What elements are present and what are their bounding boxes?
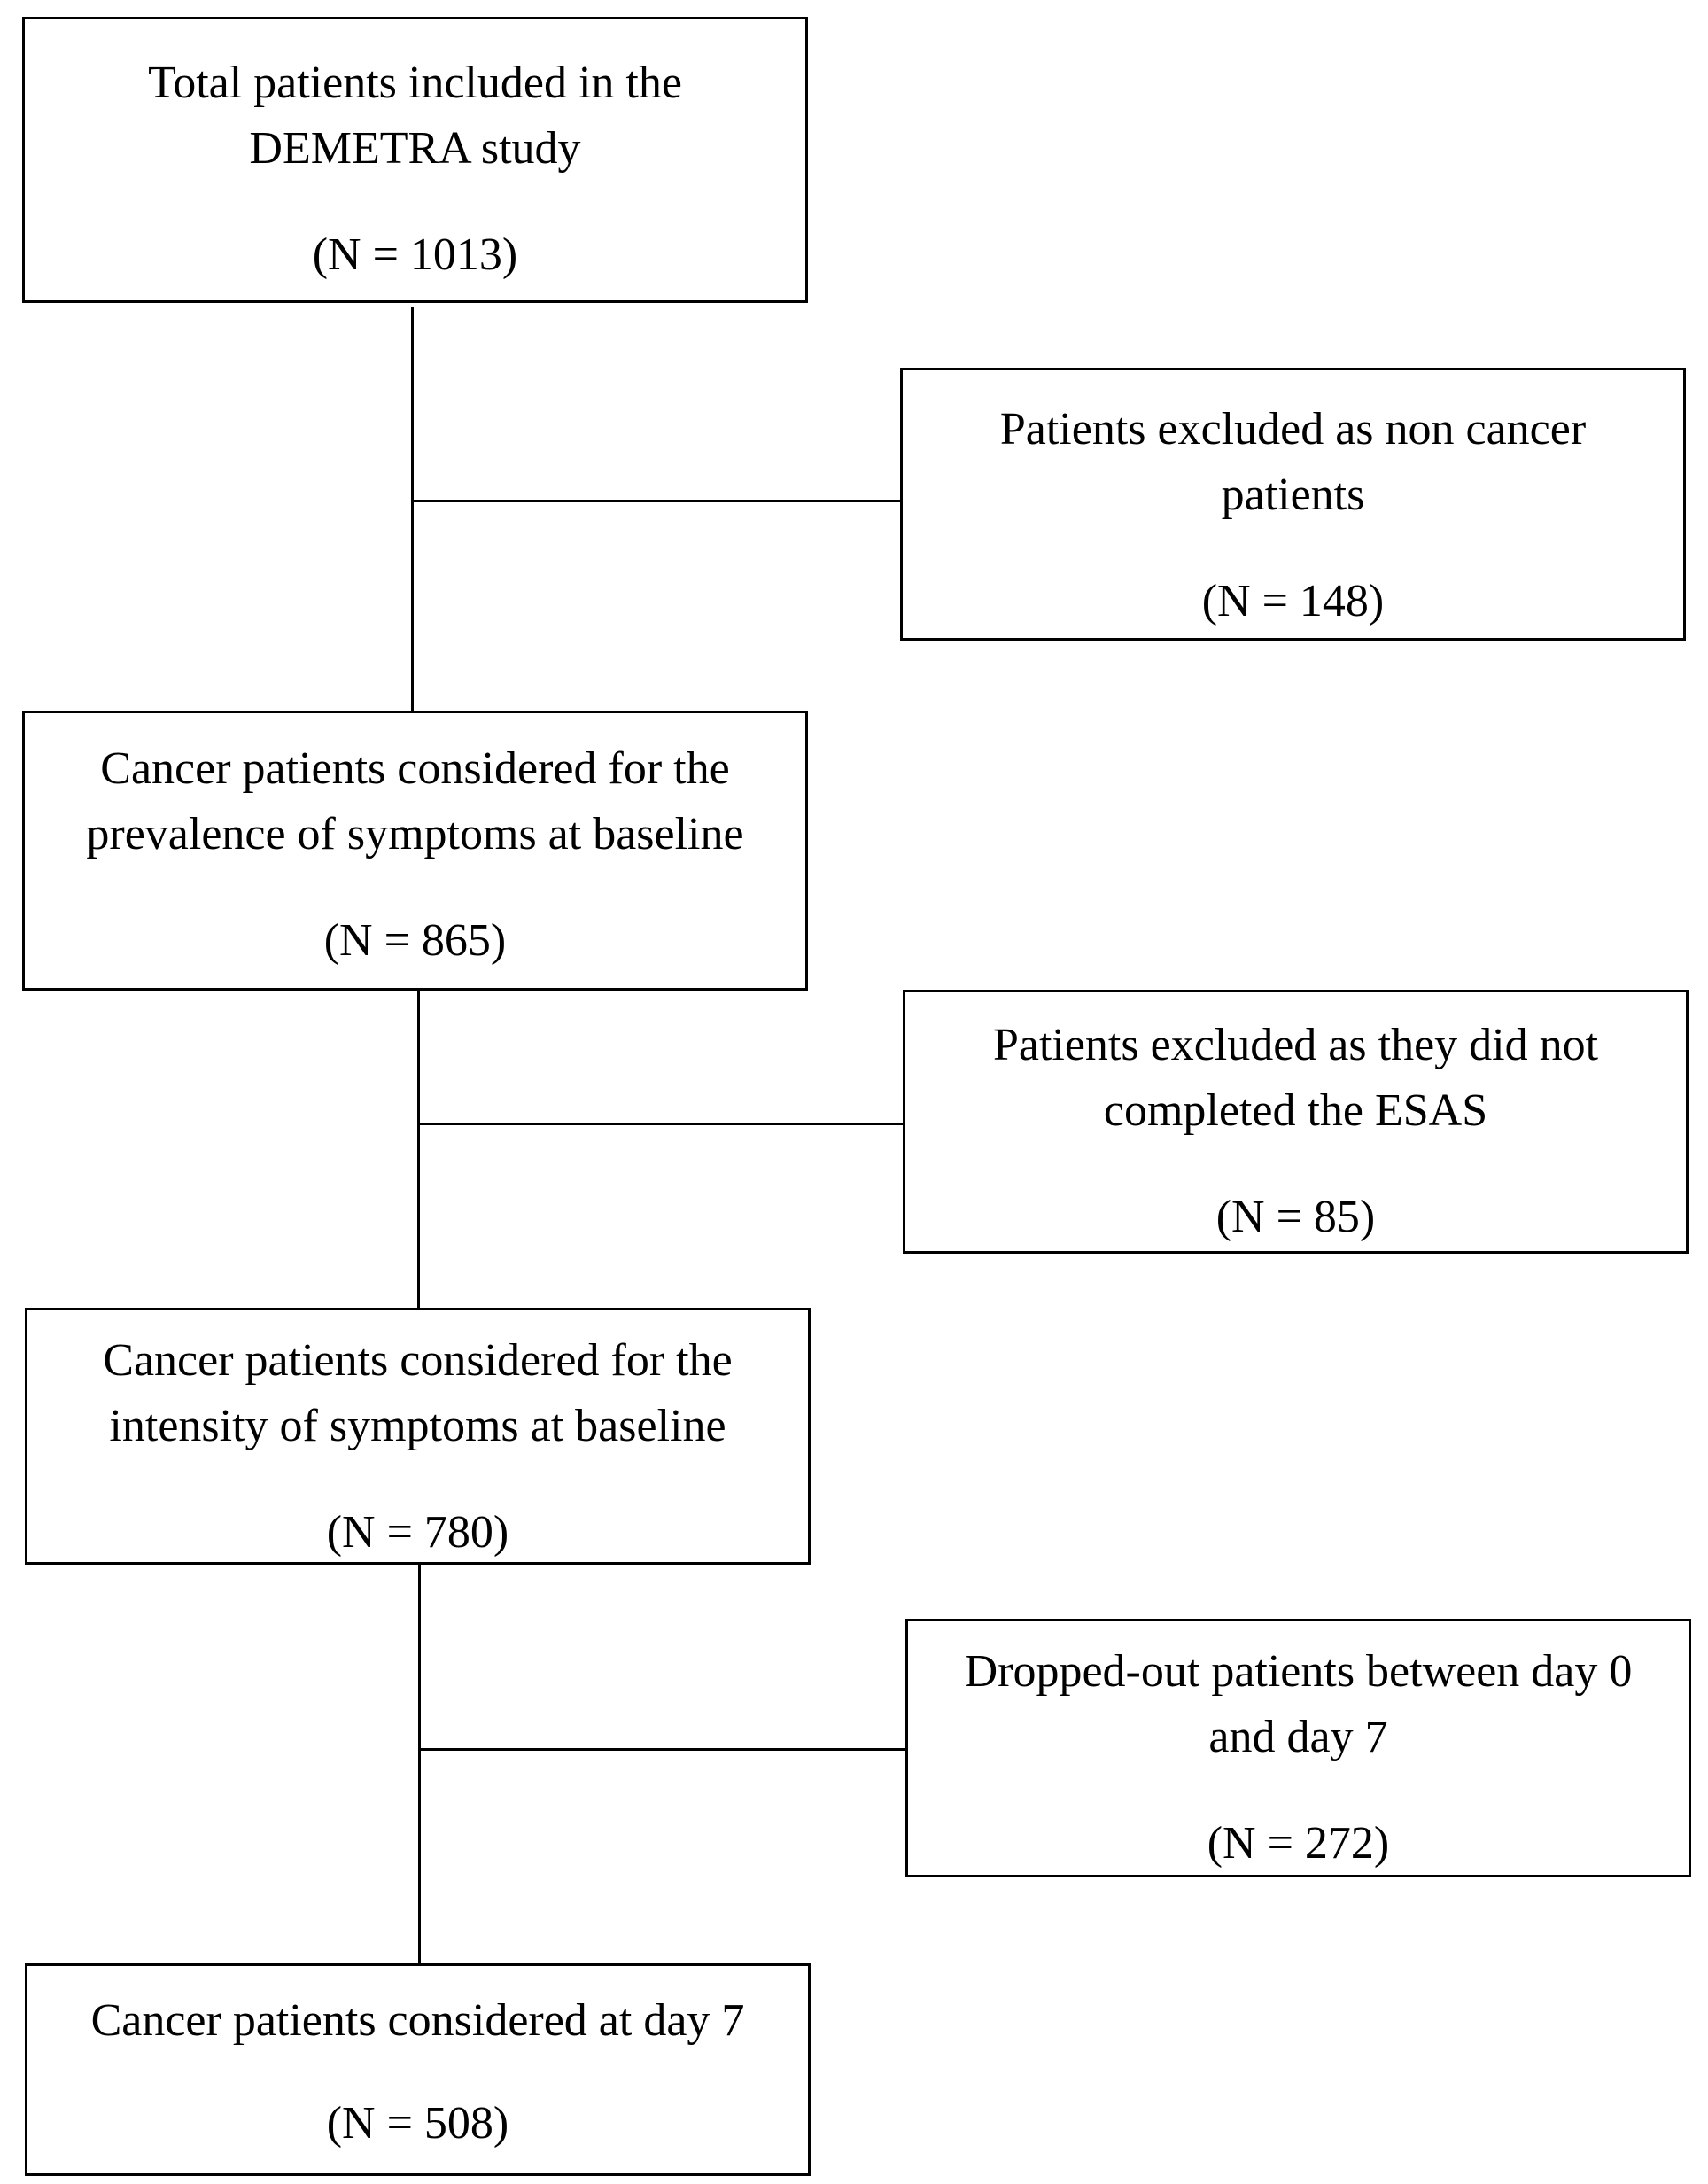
- connector-to-dropout: [418, 1748, 905, 1751]
- node-excluded-noncancer: Patients excluded as non cancer patients…: [900, 368, 1686, 641]
- node-total-patients-line1: Total patients included in the: [148, 58, 682, 108]
- node-intensity-count: (N = 780): [326, 1507, 509, 1558]
- node-dropout-line2: and day 7: [1208, 1712, 1388, 1762]
- node-excluded-esas-line2: completed the ESAS: [1103, 1085, 1488, 1136]
- node-excluded-esas-line1: Patients excluded as they did not: [992, 1020, 1599, 1070]
- connector-prevalence-to-intensity: [417, 991, 420, 1308]
- node-prevalence-line1: Cancer patients considered for the: [100, 743, 730, 794]
- node-prevalence-count: (N = 865): [323, 915, 507, 966]
- connector-to-excluded-noncancer: [411, 500, 900, 502]
- node-excluded-esas-count: (N = 85): [1215, 1192, 1376, 1242]
- node-day7-count: (N = 508): [326, 2098, 509, 2149]
- node-prevalence: Cancer patients considered for the preva…: [22, 711, 808, 991]
- connector-to-excluded-esas: [417, 1123, 903, 1125]
- connector-intensity-to-day7: [418, 1565, 421, 1963]
- node-total-patients-count: (N = 1013): [312, 229, 518, 280]
- node-intensity-line2: intensity of symptoms at baseline: [109, 1401, 726, 1451]
- node-day7-line1: Cancer patients considered at day 7: [90, 1995, 745, 2046]
- node-dropout: Dropped-out patients between day 0 and d…: [905, 1619, 1691, 1877]
- node-prevalence-line2: prevalence of symptoms at baseline: [86, 809, 744, 859]
- node-total-patients-line2: DEMETRA study: [249, 123, 581, 174]
- node-excluded-noncancer-count: (N = 148): [1201, 576, 1385, 626]
- node-intensity-line1: Cancer patients considered for the: [103, 1335, 733, 1386]
- node-dropout-count: (N = 272): [1207, 1818, 1390, 1869]
- node-excluded-noncancer-line1: Patients excluded as non cancer: [999, 404, 1587, 455]
- node-day7: Cancer patients considered at day 7 (N =…: [25, 1963, 811, 2176]
- connector-total-to-prevalence: [411, 307, 414, 711]
- node-intensity: Cancer patients considered for the inten…: [25, 1308, 811, 1565]
- node-excluded-noncancer-line2: patients: [1221, 470, 1365, 520]
- node-excluded-esas: Patients excluded as they did not comple…: [903, 990, 1689, 1254]
- node-dropout-line1: Dropped-out patients between day 0: [964, 1646, 1633, 1697]
- node-total-patients: Total patients included in the DEMETRA s…: [22, 17, 808, 303]
